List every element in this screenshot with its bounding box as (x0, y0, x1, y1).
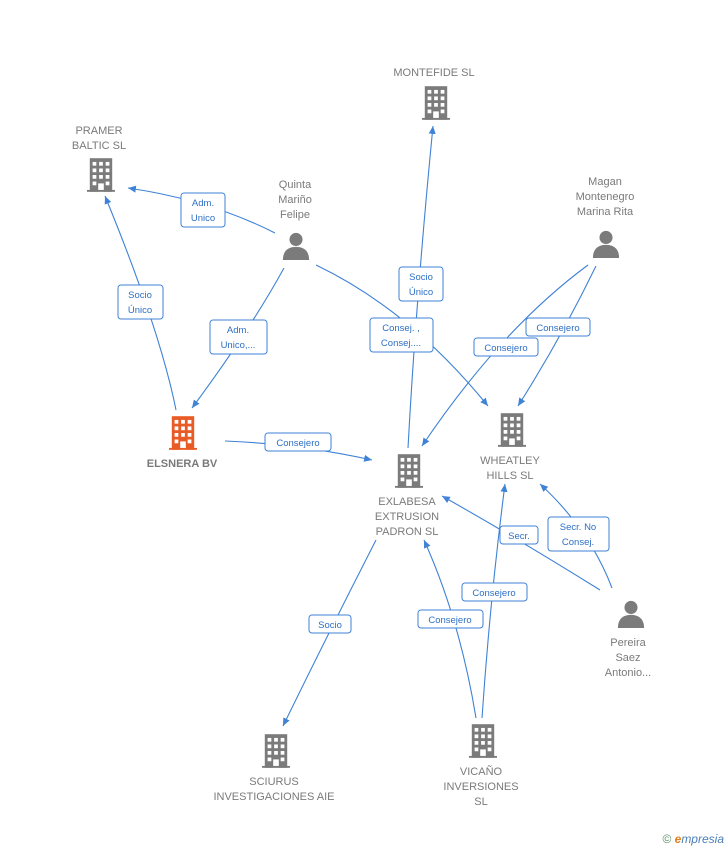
edge-magan-wheatley[interactable] (517, 265, 597, 407)
brand-logo: © empresia (662, 832, 724, 846)
node-vicano[interactable]: VICAÑO INVERSIONES SL (443, 724, 519, 808)
edge-label-line: Unico,... (221, 340, 256, 351)
node-pereira[interactable]: Pereira Saez Antonio... (605, 600, 651, 679)
building-icon (469, 724, 497, 758)
node-wheatley[interactable]: WHEATLEY HILLS SL (480, 413, 541, 482)
node-label: VICAÑO (460, 765, 503, 778)
node-label: Marina Rita (577, 206, 634, 218)
edge-label-line: Socio (128, 290, 152, 301)
node-label: ELSNERA BV (147, 458, 218, 470)
node-label: Montenegro (576, 191, 635, 203)
node-label: WHEATLEY (480, 455, 540, 467)
building-icon (422, 86, 450, 120)
edge-label-quinta-pramer[interactable]: Adm. Unico (180, 192, 226, 228)
edge-label-line: Consejero (428, 615, 471, 626)
edge-label-line: Único (409, 287, 433, 298)
edge-labels: Adm. Unico Socio Único Adm. Unico,... So… (117, 192, 610, 634)
edge-label-line: Consej. , (382, 323, 420, 334)
building-icon (169, 416, 197, 450)
edge-label-magan-exlabesa[interactable]: Consejero (473, 337, 539, 357)
edge-vicano-exlabesa[interactable] (423, 539, 477, 719)
node-label: INVESTIGACIONES AIE (213, 791, 334, 803)
edge-label-exlabesa-montefide[interactable]: Socio Único (398, 266, 444, 302)
edge-label-pereira-wheatley[interactable]: Secr. No Consej. (547, 516, 610, 552)
node-label: MONTEFIDE SL (393, 67, 474, 79)
node-label: Saez (615, 652, 640, 664)
edge-label-vicano-exlabesa[interactable]: Consejero (417, 609, 484, 629)
node-label: SCIURUS (249, 776, 299, 788)
node-label: PRAMER (75, 125, 122, 137)
edge-label-line: Consej. (562, 537, 594, 548)
node-label: Magan (588, 176, 622, 188)
building-icon (87, 158, 115, 192)
edge-label-line: Único (128, 305, 152, 316)
building-icon (498, 413, 526, 447)
edge-label-line: Socio (409, 272, 433, 283)
node-label: Mariño (278, 194, 312, 206)
edge-label-quinta-exlabesa[interactable]: Consej. , Consej.... (369, 317, 434, 353)
edge-label-line: Secr. (508, 531, 530, 542)
node-label: EXLABESA (378, 496, 436, 508)
edge-label-line: Adm. (227, 325, 249, 336)
brand-name: mpresia (681, 832, 724, 846)
node-magan[interactable]: Magan Montenegro Marina Rita (576, 176, 635, 258)
nodes: MONTEFIDE SL PRAMER BALTIC SL Quinta Mar… (72, 67, 651, 808)
person-icon (282, 232, 310, 260)
edge-label-line: Consejero (276, 438, 319, 449)
node-label: Felipe (280, 209, 310, 221)
node-montefide[interactable]: MONTEFIDE SL (393, 67, 475, 120)
edge-label-line: Consejero (484, 343, 527, 354)
node-quinta[interactable]: Quinta Mariño Felipe (278, 179, 312, 260)
node-label: BALTIC SL (72, 140, 126, 152)
edge-label-pereira-exlabesa[interactable]: Secr. (499, 525, 539, 545)
edge-label-line: Socio (318, 620, 342, 631)
edge-label-line: Adm. (192, 198, 214, 209)
node-label: HILLS SL (486, 470, 533, 482)
node-label: Quinta (279, 179, 312, 191)
edge-label-quinta-elsnera[interactable]: Adm. Unico,... (209, 319, 268, 355)
person-icon (592, 230, 620, 258)
edge-label-line: Unico (191, 213, 215, 224)
edge-label-magan-wheatley[interactable]: Consejero (525, 317, 591, 337)
building-icon (395, 454, 423, 488)
edge-label-line: Consejero (536, 323, 579, 334)
edge-label-elsnera-pramer[interactable]: Socio Único (117, 284, 164, 320)
edge-label-line: Consejero (472, 588, 515, 599)
edge-label-exlabesa-sciurus[interactable]: Socio (308, 614, 352, 634)
node-label: INVERSIONES (443, 781, 518, 793)
brand-initial: e (674, 832, 682, 846)
building-icon (262, 734, 290, 768)
node-label: Antonio... (605, 667, 651, 679)
node-label: Pereira (610, 637, 646, 649)
edge-label-elsnera-exlabesa[interactable]: Consejero (264, 432, 332, 452)
node-label: SL (474, 796, 487, 808)
node-sciurus[interactable]: SCIURUS INVESTIGACIONES AIE (213, 734, 335, 803)
node-label: EXTRUSION (375, 511, 439, 523)
node-label: PADRON SL (376, 526, 439, 538)
person-icon (617, 600, 645, 628)
edge-label-vicano-wheatley[interactable]: Consejero (461, 582, 528, 602)
edge-label-line: Secr. No (560, 522, 596, 533)
node-elsnera[interactable]: ELSNERA BV (147, 416, 218, 470)
copyright-symbol: © (662, 832, 672, 846)
edge-label-line: Consej.... (381, 338, 421, 349)
node-pramer[interactable]: PRAMER BALTIC SL (72, 125, 126, 192)
node-exlabesa[interactable]: EXLABESA EXTRUSION PADRON SL (375, 454, 439, 538)
